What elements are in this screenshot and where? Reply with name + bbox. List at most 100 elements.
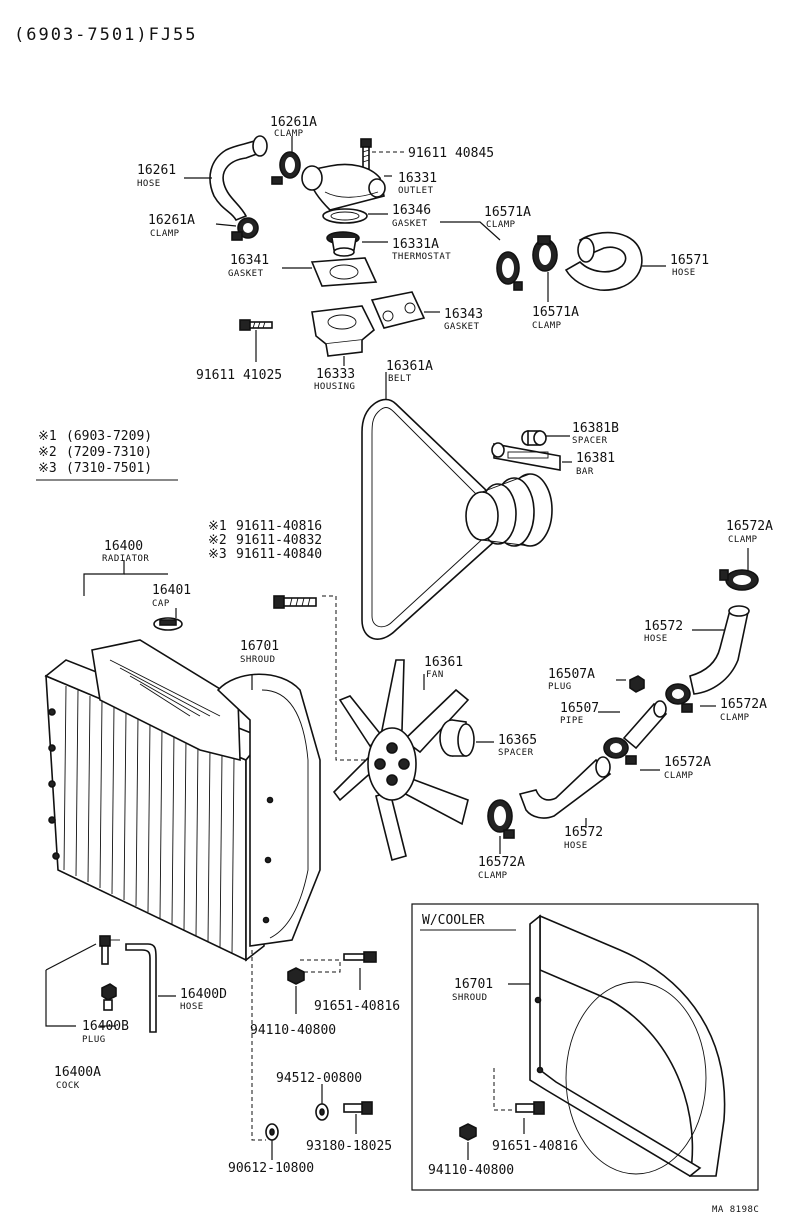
part-name: GASKET: [392, 219, 428, 229]
part-number: 91651-40816: [314, 999, 400, 1014]
clamp-icon: [496, 251, 523, 291]
bolt-icon: [343, 1101, 373, 1115]
part-number: 94110-40800: [428, 1163, 514, 1178]
part-number: 16361: [424, 655, 463, 670]
box-title: W/COOLER: [422, 913, 485, 928]
bolt-variant-list: ※1 91611-40816 ※2 91611-40832 ※3 91611-4…: [208, 519, 322, 562]
bolt-icon: [273, 595, 317, 609]
part-number: 16400B: [82, 1019, 129, 1034]
part-name: CLAMP: [478, 871, 508, 881]
part-name: PLUG: [82, 1035, 106, 1045]
clamp-icon: [603, 737, 637, 765]
plug-16400B: [101, 983, 117, 1011]
part-name: OUTLET: [398, 186, 434, 196]
part-name: CLAMP: [486, 220, 516, 230]
hose-16571: [564, 231, 643, 291]
bolt-icon: [360, 138, 372, 170]
variant-symbol: ※2: [208, 533, 227, 548]
part-number: 91651-40816: [492, 1139, 578, 1154]
drain-cock-16400A: [99, 935, 120, 965]
part-name: SPACER: [572, 436, 608, 446]
pulley-icon: [465, 473, 553, 547]
part-name: SPACER: [498, 748, 534, 758]
part-name: SHROUD: [240, 655, 276, 665]
part-name: CLAMP: [150, 229, 180, 239]
part-number: 91611 41025: [196, 368, 282, 383]
part-name: CLAMP: [274, 129, 304, 139]
hose-16572-upper: [689, 605, 750, 695]
gasket-16346: [322, 208, 368, 224]
bar-16381: [491, 442, 561, 471]
part-number: 16400A: [54, 1065, 101, 1080]
part-name: HOSE: [672, 268, 696, 278]
part-number: 16400: [104, 539, 143, 554]
gasket-16343: [370, 291, 426, 329]
shroud-16701: [216, 673, 321, 947]
part-name: PIPE: [560, 716, 584, 726]
part-number: 16341: [230, 253, 269, 268]
part-number: 16572: [564, 825, 603, 840]
part-name: SHROUD: [452, 993, 488, 1003]
part-name: THERMOSTAT: [392, 252, 451, 262]
cooler-shroud-16701: [529, 914, 726, 1177]
part-name: PLUG: [548, 682, 572, 692]
part-number: 94512-00800: [276, 1071, 362, 1086]
part-number: 16331: [398, 171, 437, 186]
part-number: 16572: [644, 619, 683, 634]
part-name: HOUSING: [314, 382, 355, 392]
part-number: 16572A: [726, 519, 773, 534]
part-number: 16401: [152, 583, 191, 598]
variant-code: 91611-40816: [236, 519, 322, 534]
header-title: (6903-7501)FJ55: [14, 25, 198, 45]
part-name: CLAMP: [720, 713, 750, 723]
variant-symbol: ※3: [208, 547, 227, 562]
washer-icon: [315, 1103, 329, 1121]
part-number: 16343: [444, 307, 483, 322]
variant-range: (7209-7310): [66, 445, 152, 460]
radiator-cap-icon: [153, 617, 183, 631]
part-name: GASKET: [444, 322, 480, 332]
part-name: HOSE: [564, 841, 588, 851]
fan-16361: [332, 659, 470, 861]
part-number: 16261A: [270, 115, 317, 130]
part-number: 94110-40800: [250, 1023, 336, 1038]
part-number: 16381: [576, 451, 615, 466]
variant-legend: ※1 (6903-7209) ※2 (7209-7310) ※3 (7310-7…: [36, 429, 178, 481]
variant-symbol: ※1: [38, 429, 57, 444]
part-name: CAP: [152, 599, 170, 609]
part-number: 90612-10800: [228, 1161, 314, 1176]
clamp-icon: [532, 235, 558, 272]
outlet-16331: [301, 163, 386, 211]
part-number: 16261: [137, 163, 176, 178]
part-number: 91611 40845: [408, 146, 494, 161]
part-number: 16261A: [148, 213, 195, 228]
clamp-icon: [665, 683, 693, 713]
part-number: 16400D: [180, 987, 227, 1002]
part-name: HOSE: [137, 179, 161, 189]
variant-code: 91611-40832: [236, 533, 322, 548]
part-name: COCK: [56, 1081, 80, 1091]
clamp-icon: [271, 151, 301, 185]
part-number: 16333: [316, 367, 355, 382]
variant-range: (6903-7209): [66, 429, 152, 444]
washer-icon: [265, 1123, 279, 1141]
clamp-icon: [231, 217, 259, 241]
part-number: 16331A: [392, 237, 439, 252]
part-number: 16507A: [548, 667, 595, 682]
nut-icon: [459, 1123, 477, 1141]
part-number: 16572A: [720, 697, 767, 712]
part-number: 16346: [392, 203, 431, 218]
nut-icon: [287, 967, 305, 985]
cooler-variant-box: W/COOLER 16701 SHROUD 91651-40816 94110-…: [411, 903, 759, 1191]
bolt-icon: [239, 319, 273, 331]
variant-symbol: ※3: [38, 461, 57, 476]
part-number: 16572A: [664, 755, 711, 770]
part-name: GASKET: [228, 269, 264, 279]
part-number: 16571: [670, 253, 709, 268]
part-name: CLAMP: [728, 535, 758, 545]
radiator-fins: [63, 685, 235, 955]
part-name: HOSE: [180, 1002, 204, 1012]
part-name: CLAMP: [532, 321, 562, 331]
